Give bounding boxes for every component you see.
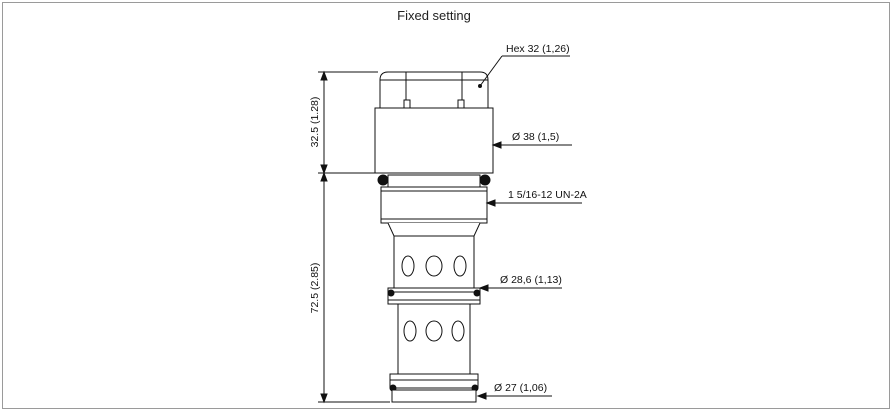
upper-height-dimension: [318, 70, 378, 175]
hex-leader: [479, 55, 570, 87]
thread-section: [380, 186, 488, 224]
upper-height-label: 32.5 (1.28): [309, 97, 321, 148]
body-cylinder: [374, 107, 494, 174]
lower-height-dimension: [318, 171, 390, 404]
body-diameter-label: Ø 38 (1,5): [512, 131, 559, 143]
bottom-diameter-label: Ø 27 (1,06): [494, 382, 547, 394]
hex-label: Hex 32 (1,26): [506, 43, 570, 55]
bottom-diameter-leader: [476, 392, 552, 400]
drawing-frame: [2, 2, 890, 409]
mid-diameter-leader: [478, 284, 562, 292]
thread-leader: [485, 191, 582, 219]
body-diameter-leader: [491, 128, 572, 160]
lower-port-section: [397, 303, 471, 375]
bottom-seal: [389, 373, 479, 403]
upper-port-section: [393, 235, 475, 289]
middle-seal: [387, 287, 481, 305]
drawing-title: Fixed setting: [397, 8, 471, 23]
lower-port-holes: [403, 320, 465, 342]
upper-o-ring: [377, 174, 491, 188]
hex-nut: [379, 71, 489, 109]
mid-diameter-label: Ø 28,6 (1,13): [500, 274, 562, 286]
upper-port-holes: [401, 255, 467, 277]
thread-label: 1 5/16-12 UN-2A: [508, 189, 587, 201]
lower-height-label: 72.5 (2.85): [309, 263, 321, 314]
